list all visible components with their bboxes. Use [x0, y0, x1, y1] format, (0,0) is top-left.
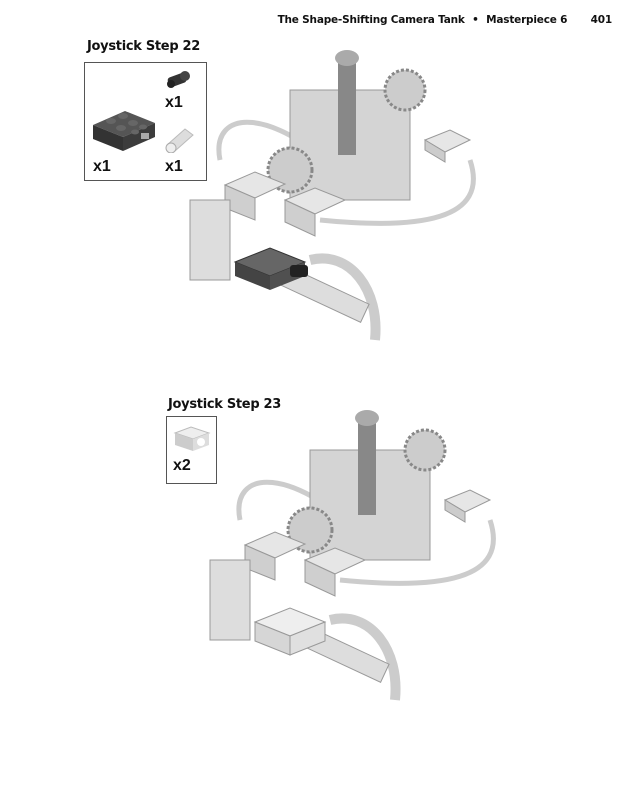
separator: • [472, 14, 479, 26]
model-base [190, 50, 473, 340]
step-22-model-illustration [170, 50, 500, 350]
step-23-parts-list: x2 [166, 416, 217, 484]
running-header: The Shape-Shifting Camera Tank • Masterp… [277, 14, 613, 26]
part-qty: x1 [165, 158, 183, 175]
step-23-model-illustration [190, 405, 520, 715]
book-title: The Shape-Shifting Camera Tank [277, 14, 465, 26]
axle-connector-icon [167, 71, 190, 88]
brick-2x3-icon [93, 111, 155, 151]
technic-brick-icon [173, 426, 211, 451]
new-light-brick [253, 607, 327, 656]
page-number: 401 [590, 14, 613, 26]
model-base [210, 410, 493, 700]
step-22-parts-list: x1 x1 x1 [84, 62, 207, 181]
new-axle-connector [290, 265, 308, 277]
step-22-title: Joystick Step 22 [87, 39, 201, 54]
bush-icon [165, 128, 194, 153]
chapter-title: Masterpiece 6 [486, 14, 568, 26]
part-qty: x1 [165, 94, 183, 111]
part-qty: x1 [93, 158, 111, 175]
step-23-title: Joystick Step 23 [168, 397, 282, 412]
part-qty: x2 [173, 457, 191, 474]
